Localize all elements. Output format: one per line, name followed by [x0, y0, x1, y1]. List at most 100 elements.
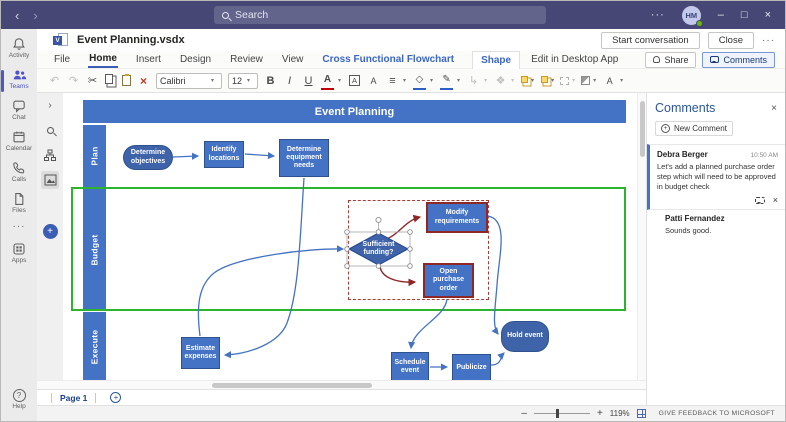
sidebar-item-chat[interactable]: Chat: [1, 95, 37, 126]
arrange-shapes-icon[interactable]: [541, 76, 548, 83]
group-shapes-icon[interactable]: [521, 76, 528, 83]
chevron-down-icon[interactable]: ▾: [620, 77, 623, 84]
start-conversation-button[interactable]: Start conversation: [601, 32, 700, 49]
shape-open-purchase-order[interactable]: Open purchase order: [423, 263, 474, 298]
lane-plan[interactable]: Plan: [83, 125, 106, 187]
horizontal-scrollbar[interactable]: [37, 380, 646, 389]
line-color-icon[interactable]: ✎: [440, 72, 453, 90]
zoom-slider[interactable]: [534, 413, 590, 414]
menu-home[interactable]: Home: [88, 51, 118, 68]
feedback-link[interactable]: GIVE FEEDBACK TO MICROSOFT: [659, 410, 775, 417]
sidebar-item-calendar[interactable]: Calendar: [1, 126, 37, 157]
shape-determine-equipment-needs[interactable]: Determine equipment needs: [279, 139, 329, 177]
resolve-comment-icon[interactable]: [755, 197, 765, 204]
search-bar[interactable]: [214, 6, 546, 24]
avatar[interactable]: HM: [682, 6, 701, 25]
close-comments-icon[interactable]: ×: [771, 103, 777, 114]
search-input[interactable]: [235, 9, 485, 21]
shape-style-icon[interactable]: [581, 76, 590, 85]
titlebar-more-icon[interactable]: ···: [651, 9, 665, 21]
stencil-icon[interactable]: [41, 171, 59, 189]
page-tab[interactable]: Page 1: [60, 393, 87, 403]
align-icon[interactable]: ≡: [386, 72, 399, 90]
shape-effects-icon[interactable]: A: [603, 72, 616, 90]
underline-button[interactable]: U: [302, 72, 315, 90]
sidebar-item-activity[interactable]: Activity: [1, 33, 37, 64]
connector-publicize-hold[interactable]: [491, 353, 504, 365]
chevron-down-icon[interactable]: ▾: [457, 77, 460, 84]
flowchart-title-band[interactable]: Event Planning: [83, 100, 626, 123]
delete-comment-icon[interactable]: ×: [773, 195, 778, 205]
vertical-scrollbar[interactable]: [637, 93, 646, 380]
connector-locations-equipment[interactable]: [245, 154, 274, 156]
undo-icon[interactable]: ↶: [48, 72, 61, 90]
container-icon[interactable]: [560, 77, 569, 85]
comment-reply[interactable]: Patti Fernandez Sounds good.: [647, 210, 785, 242]
shape-hold-event[interactable]: Hold event: [501, 321, 549, 352]
maximize-button[interactable]: □: [741, 9, 748, 21]
menu-shape-tab[interactable]: Shape: [472, 51, 520, 69]
sidebar-item-apps[interactable]: Apps: [1, 238, 37, 269]
bold-button[interactable]: B: [264, 72, 277, 90]
font-name-select[interactable]: Calibri▾: [156, 73, 222, 89]
menu-design[interactable]: Design: [179, 52, 212, 67]
grow-font-icon[interactable]: A: [367, 72, 380, 90]
menu-view[interactable]: View: [281, 52, 305, 67]
menu-insert[interactable]: Insert: [135, 52, 162, 67]
connector-icon[interactable]: ↳: [467, 72, 480, 90]
forward-icon[interactable]: ›: [33, 8, 37, 23]
cut-icon[interactable]: ✂: [86, 72, 99, 90]
position-icon[interactable]: ❖: [494, 72, 507, 90]
share-button[interactable]: Share: [645, 52, 696, 68]
document-more-icon[interactable]: ···: [762, 35, 775, 46]
vertical-scroll-thumb[interactable]: [640, 101, 645, 157]
shape-sufficient-funding-label[interactable]: Sufficient funding?: [351, 235, 406, 263]
shape-search-icon[interactable]: [41, 121, 59, 139]
text-block-icon[interactable]: A: [349, 75, 360, 86]
expand-panel-icon[interactable]: ›: [41, 96, 59, 114]
close-file-button[interactable]: Close: [708, 32, 754, 49]
lane-execute[interactable]: Execute: [83, 312, 106, 380]
flowchart-shapes-icon[interactable]: [41, 146, 59, 164]
font-size-select[interactable]: 12▾: [228, 73, 258, 89]
sidebar-item-help[interactable]: ? Help: [1, 385, 37, 415]
horizontal-scroll-thumb[interactable]: [212, 383, 372, 388]
menu-cross-functional-flowchart[interactable]: Cross Functional Flowchart: [321, 52, 455, 67]
menu-review[interactable]: Review: [229, 52, 264, 67]
shape-identify-locations[interactable]: Identify locations: [204, 141, 244, 168]
back-icon[interactable]: ‹: [15, 8, 19, 23]
fit-page-icon[interactable]: [637, 409, 646, 418]
comment-thread[interactable]: Debra Berger 10:50 AM Let's add a planne…: [647, 144, 785, 210]
zoom-in-button[interactable]: +: [597, 408, 603, 419]
add-page-button[interactable]: +: [110, 392, 121, 403]
drawing-canvas[interactable]: Event Planning Plan Budget Execute: [63, 93, 637, 380]
paste-icon[interactable]: [122, 75, 131, 86]
font-color-icon[interactable]: A: [321, 72, 334, 90]
shape-estimate-expenses[interactable]: Estimate expenses: [181, 337, 220, 369]
chevron-down-icon[interactable]: ▾: [593, 77, 596, 84]
delete-icon[interactable]: ×: [137, 72, 150, 90]
shape-determine-objectives[interactable]: Determine objectives: [123, 145, 173, 170]
menu-file[interactable]: File: [53, 52, 71, 67]
add-shape-button[interactable]: +: [43, 224, 58, 239]
chevron-down-icon[interactable]: ▾: [338, 77, 341, 84]
zoom-level[interactable]: 119%: [610, 409, 630, 418]
shape-modify-requirements[interactable]: Modify requirements: [426, 202, 488, 233]
sidebar-item-calls[interactable]: Calls: [1, 157, 37, 188]
shape-publicize[interactable]: Publicize: [452, 354, 491, 380]
chevron-down-icon[interactable]: ▾: [531, 77, 534, 84]
comments-button[interactable]: Comments: [702, 52, 775, 68]
fill-color-icon[interactable]: ◇: [413, 72, 426, 90]
chevron-down-icon[interactable]: ▾: [551, 77, 554, 84]
connector-objectives-locations[interactable]: [173, 156, 198, 157]
redo-icon[interactable]: ↷: [67, 72, 80, 90]
italic-button[interactable]: I: [283, 72, 296, 90]
shape-schedule-event[interactable]: Schedule event: [391, 352, 429, 380]
minimize-button[interactable]: –: [718, 9, 724, 21]
new-comment-button[interactable]: + New Comment: [655, 121, 733, 136]
copy-icon[interactable]: [105, 74, 113, 84]
close-window-button[interactable]: ×: [765, 9, 771, 21]
zoom-out-button[interactable]: –: [521, 408, 527, 419]
edit-in-desktop-app[interactable]: Edit in Desktop App: [530, 52, 619, 67]
chevron-down-icon[interactable]: ▾: [430, 77, 433, 84]
